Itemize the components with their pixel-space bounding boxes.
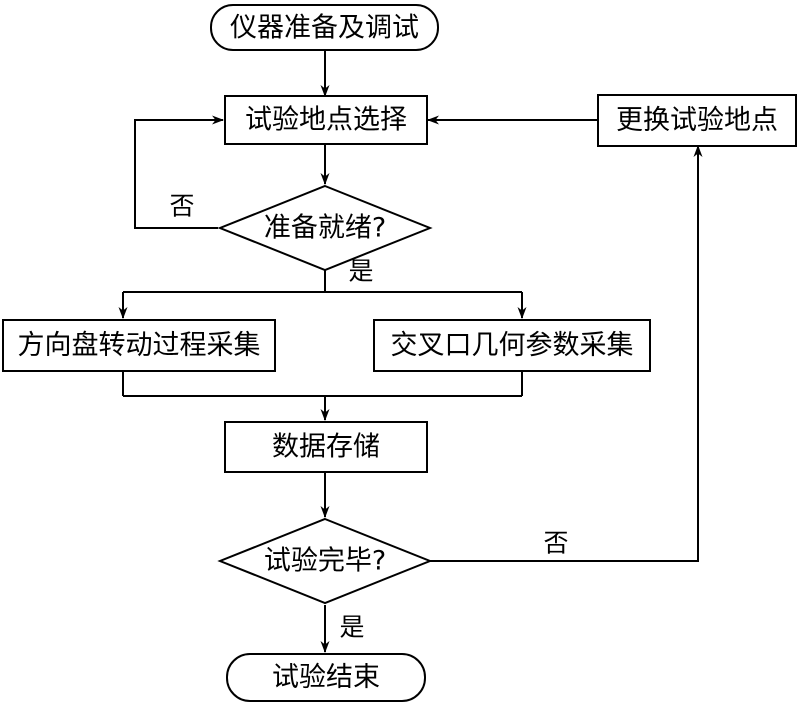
edges <box>118 50 703 653</box>
node-steering-collect: 方向盘转动过程采集 <box>2 319 276 372</box>
process-shape <box>597 94 797 147</box>
node-change-site: 更换试验地点 <box>597 94 797 147</box>
node-start-label: 仪器准备及调试 <box>230 13 419 44</box>
node-ready-check-label: 准备就绪? <box>264 213 386 244</box>
terminal-shape <box>226 653 426 702</box>
edge-label-ready-no: 否 <box>169 192 194 221</box>
decision-shape <box>217 517 433 605</box>
node-select-site-label: 试验地点选择 <box>245 105 407 136</box>
terminal-shape <box>210 4 439 51</box>
node-end-label: 试验结束 <box>272 662 380 693</box>
node-end: 试验结束 <box>226 653 426 702</box>
node-data-store-label: 数据存储 <box>272 432 380 463</box>
node-test-done-check-label: 试验完毕? <box>264 546 386 577</box>
edge-ready-no-loop <box>134 115 224 229</box>
process-shape <box>373 319 651 372</box>
node-change-site-label: 更换试验地点 <box>616 105 778 136</box>
edge-label-done-yes: 是 <box>339 613 364 642</box>
process-shape <box>2 319 276 372</box>
node-intersection-collect: 交叉口几何参数采集 <box>373 319 651 372</box>
node-ready-check: 准备就绪? <box>217 184 433 272</box>
process-shape <box>224 95 428 145</box>
node-start: 仪器准备及调试 <box>210 4 439 51</box>
decision-shape <box>217 184 433 272</box>
edge-done-no-to-change-site <box>430 145 703 562</box>
node-select-site: 试验地点选择 <box>224 95 428 145</box>
edge-label-ready-yes: 是 <box>348 257 373 286</box>
edge-label-done-no: 否 <box>543 529 568 558</box>
process-shape <box>224 421 428 473</box>
node-test-done-check: 试验完毕? <box>217 517 433 605</box>
node-intersection-collect-label: 交叉口几何参数采集 <box>391 330 634 361</box>
node-data-store: 数据存储 <box>224 421 428 473</box>
node-steering-collect-label: 方向盘转动过程采集 <box>18 330 261 361</box>
